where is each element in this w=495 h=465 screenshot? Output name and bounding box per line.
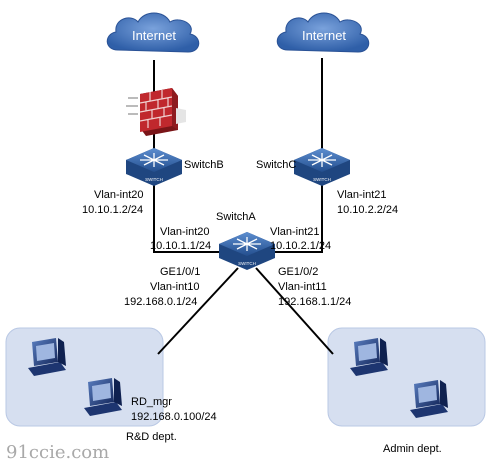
switch-b-icon: SWITCH <box>126 148 182 186</box>
switch-a-right-vlan: Vlan-int21 <box>270 226 320 238</box>
switch-c-icon: SWITCH <box>294 148 350 186</box>
link-switchc-switcha <box>266 182 323 253</box>
pc-icon-rd-1 <box>28 338 66 376</box>
switch-a-name: SwitchA <box>216 211 256 223</box>
switch-a-port-right-vlan: Vlan-int11 <box>278 281 327 293</box>
rd-mgr-name: RD_mgr <box>131 396 172 408</box>
internet-cloud-right: Internet <box>276 12 370 53</box>
switch-c-name: SwitchC <box>256 159 296 171</box>
link-switcha-admin <box>255 267 334 355</box>
admin-dept-label: Admin dept. <box>383 443 442 455</box>
rd-mgr-ip: 192.168.0.100/24 <box>131 411 217 423</box>
switch-b-badge: SWITCH <box>145 177 163 182</box>
switch-b-ip: 10.10.1.2/24 <box>82 204 143 216</box>
watermark: 91ccie.com <box>6 442 109 463</box>
switch-a-port-right-ip: 192.168.1.1/24 <box>278 296 351 308</box>
link-switcha-rd <box>157 267 239 355</box>
internet-label-right: Internet <box>302 28 346 43</box>
pc-icon-admin-2 <box>410 380 448 418</box>
link-switchb-switcha <box>153 182 228 253</box>
firewall-icon <box>126 88 186 136</box>
rd-dept-label: R&D dept. <box>126 431 177 443</box>
switch-a-port-left-ip: 192.168.0.1/24 <box>124 296 197 308</box>
internet-cloud-left: Internet <box>106 12 200 53</box>
switch-c-ip: 10.10.2.2/24 <box>337 204 398 216</box>
switch-a-right-ip: 10.10.2.1/24 <box>270 240 331 252</box>
switch-a-port-left-vlan: Vlan-int10 <box>150 281 200 293</box>
switch-b-vlan: Vlan-int20 <box>94 189 144 201</box>
switch-a-icon: SWITCH <box>219 232 275 270</box>
switch-c-vlan: Vlan-int21 <box>337 189 387 201</box>
switch-a-left-vlan: Vlan-int20 <box>160 226 210 238</box>
switch-c-badge: SWITCH <box>313 177 331 182</box>
switch-b-name: SwitchB <box>184 159 224 171</box>
pc-icon-rd-mgr <box>84 378 122 416</box>
switch-a-badge: SWITCH <box>238 261 256 266</box>
switch-a-port-right: GE1/0/2 <box>278 266 318 278</box>
switch-a-port-left: GE1/0/1 <box>160 266 200 278</box>
switch-a-left-ip: 10.10.1.1/24 <box>150 240 211 252</box>
admin-dept-area <box>327 327 486 427</box>
pc-icon-admin-1 <box>350 338 388 376</box>
internet-label-left: Internet <box>132 28 176 43</box>
